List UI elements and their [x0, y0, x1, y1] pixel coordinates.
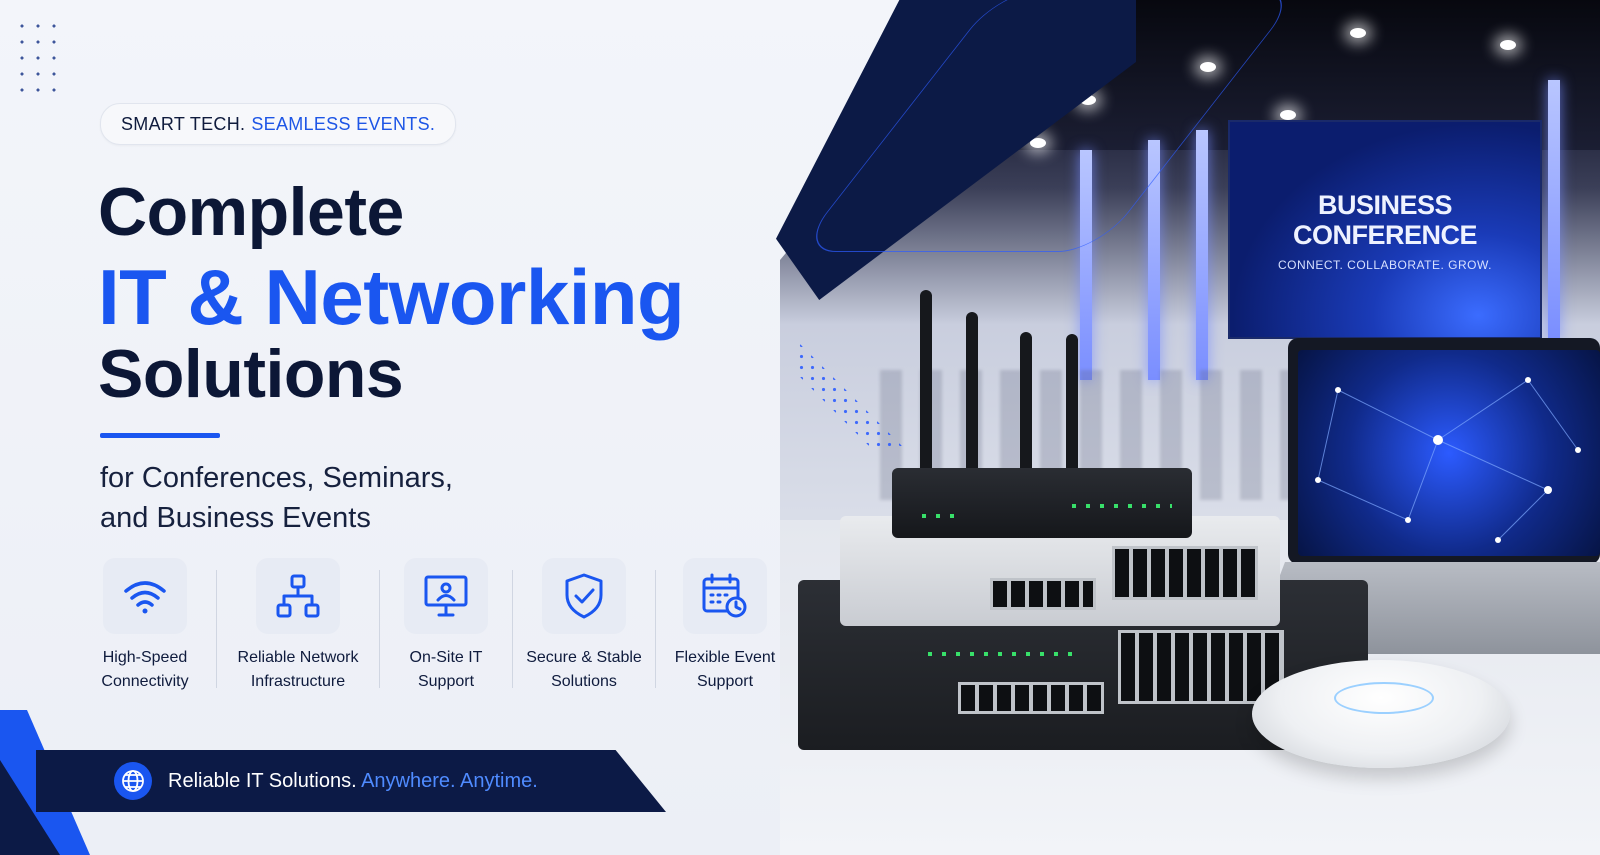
feature-divider	[512, 570, 513, 688]
bottom-tagline-part1: Reliable IT Solutions.	[168, 769, 357, 792]
screen-title: BUSINESS CONFERENCE	[1230, 190, 1540, 250]
headline-line3: Solutions	[98, 336, 404, 412]
feature-label-line2: Connectivity	[101, 673, 189, 690]
feature-item: On-Site IT Support	[396, 558, 496, 698]
calendar-clock-icon	[683, 558, 767, 634]
event-photo: BUSINESS CONFERENCE CONNECT. COLLABORATE…	[780, 0, 1600, 855]
light-pillar	[1196, 130, 1208, 380]
feature-item: Reliable Network Infrastructure	[233, 558, 363, 698]
status-leds	[1072, 504, 1172, 508]
shield-check-icon	[542, 558, 626, 634]
status-leds	[922, 514, 962, 518]
network-icon	[256, 558, 340, 634]
feature-label-line1: High-Speed	[102, 649, 188, 666]
wifi-icon	[103, 558, 187, 634]
ceiling-light	[1350, 28, 1366, 38]
router-antenna	[1020, 332, 1032, 480]
subtitle-line2: and Business Events	[100, 502, 371, 534]
wifi-router	[892, 468, 1192, 538]
light-pillar	[1080, 150, 1092, 380]
router-antenna	[1066, 334, 1078, 480]
bottom-tagline-part2: Anywhere. Anytime.	[361, 769, 538, 792]
feature-label-line1: On-Site IT	[409, 649, 483, 666]
switch-ports	[1118, 630, 1284, 704]
screen-title-line1: BUSINESS	[1317, 190, 1453, 220]
network-graphic	[1315, 377, 1581, 543]
laptop-display	[1298, 350, 1600, 556]
feature-label: Reliable Network Infrastructure	[238, 646, 359, 694]
screen-title-line2: CONFERENCE	[1292, 220, 1478, 250]
feature-label-line1: Flexible Event	[674, 649, 776, 666]
headline-line2: IT & Networking	[98, 253, 685, 341]
feature-label-line2: Support	[417, 673, 475, 690]
feature-label: High-Speed Connectivity	[101, 646, 188, 694]
router-antenna	[966, 312, 978, 480]
bottom-tagline-text: Reliable IT Solutions. Anywhere. Anytime…	[168, 770, 538, 793]
bottom-tagline: Reliable IT Solutions. Anywhere. Anytime…	[114, 762, 538, 800]
tagline-part1: SMART TECH.	[121, 113, 246, 134]
title-underline	[100, 433, 220, 438]
ceiling-light	[1080, 95, 1096, 105]
access-point-ring	[1334, 682, 1434, 714]
monitor-support-icon	[404, 558, 488, 634]
feature-list: High-Speed Connectivity Reliable Network…	[90, 558, 782, 698]
feature-label-line1: Reliable Network	[237, 649, 359, 666]
tagline-pill: SMART TECH. SEAMLESS EVENTS.	[100, 103, 457, 145]
ceiling-light	[1030, 138, 1046, 148]
headline-line1: Complete	[98, 174, 404, 250]
ceiling-light	[1500, 40, 1516, 50]
feature-label-line2: Support	[696, 673, 754, 690]
stage-screen: BUSINESS CONFERENCE CONNECT. COLLABORATE…	[1228, 120, 1542, 339]
feature-label-line1: Secure & Stable	[526, 649, 642, 666]
light-pillar	[1548, 80, 1560, 340]
switch-ports	[1112, 546, 1258, 600]
subtitle-line1: for Conferences, Seminars,	[100, 462, 453, 494]
screen-tagline: CONNECT. COLLABORATE. GROW.	[1278, 258, 1492, 272]
feature-item: Flexible Event Support	[668, 558, 782, 698]
feature-item: High-Speed Connectivity	[90, 558, 200, 698]
feature-item: Secure & Stable Solutions	[521, 558, 647, 698]
status-leds	[928, 652, 1078, 656]
tagline-part2: SEAMLESS EVENTS.	[251, 113, 436, 134]
feature-label: Secure & Stable Solutions	[526, 646, 642, 694]
feature-divider	[216, 570, 217, 688]
switch-ports	[958, 682, 1104, 714]
feature-divider	[379, 570, 380, 688]
ceiling-light	[1280, 110, 1296, 120]
switch-ports	[990, 578, 1096, 610]
ceiling-light	[1200, 62, 1216, 72]
globe-icon	[114, 762, 152, 800]
subtitle: for Conferences, Seminars, and Business …	[100, 458, 620, 538]
wireless-access-point	[1252, 660, 1510, 768]
feature-label: Flexible Event Support	[675, 646, 776, 694]
feature-label-line2: Solutions	[551, 673, 617, 690]
feature-label-line2: Infrastructure	[250, 673, 346, 690]
feature-label: On-Site IT Support	[410, 646, 483, 694]
feature-divider	[655, 570, 656, 688]
laptop	[1288, 338, 1600, 564]
router-antenna	[920, 290, 932, 480]
light-pillar	[1148, 140, 1160, 380]
dot-pattern	[14, 18, 62, 102]
